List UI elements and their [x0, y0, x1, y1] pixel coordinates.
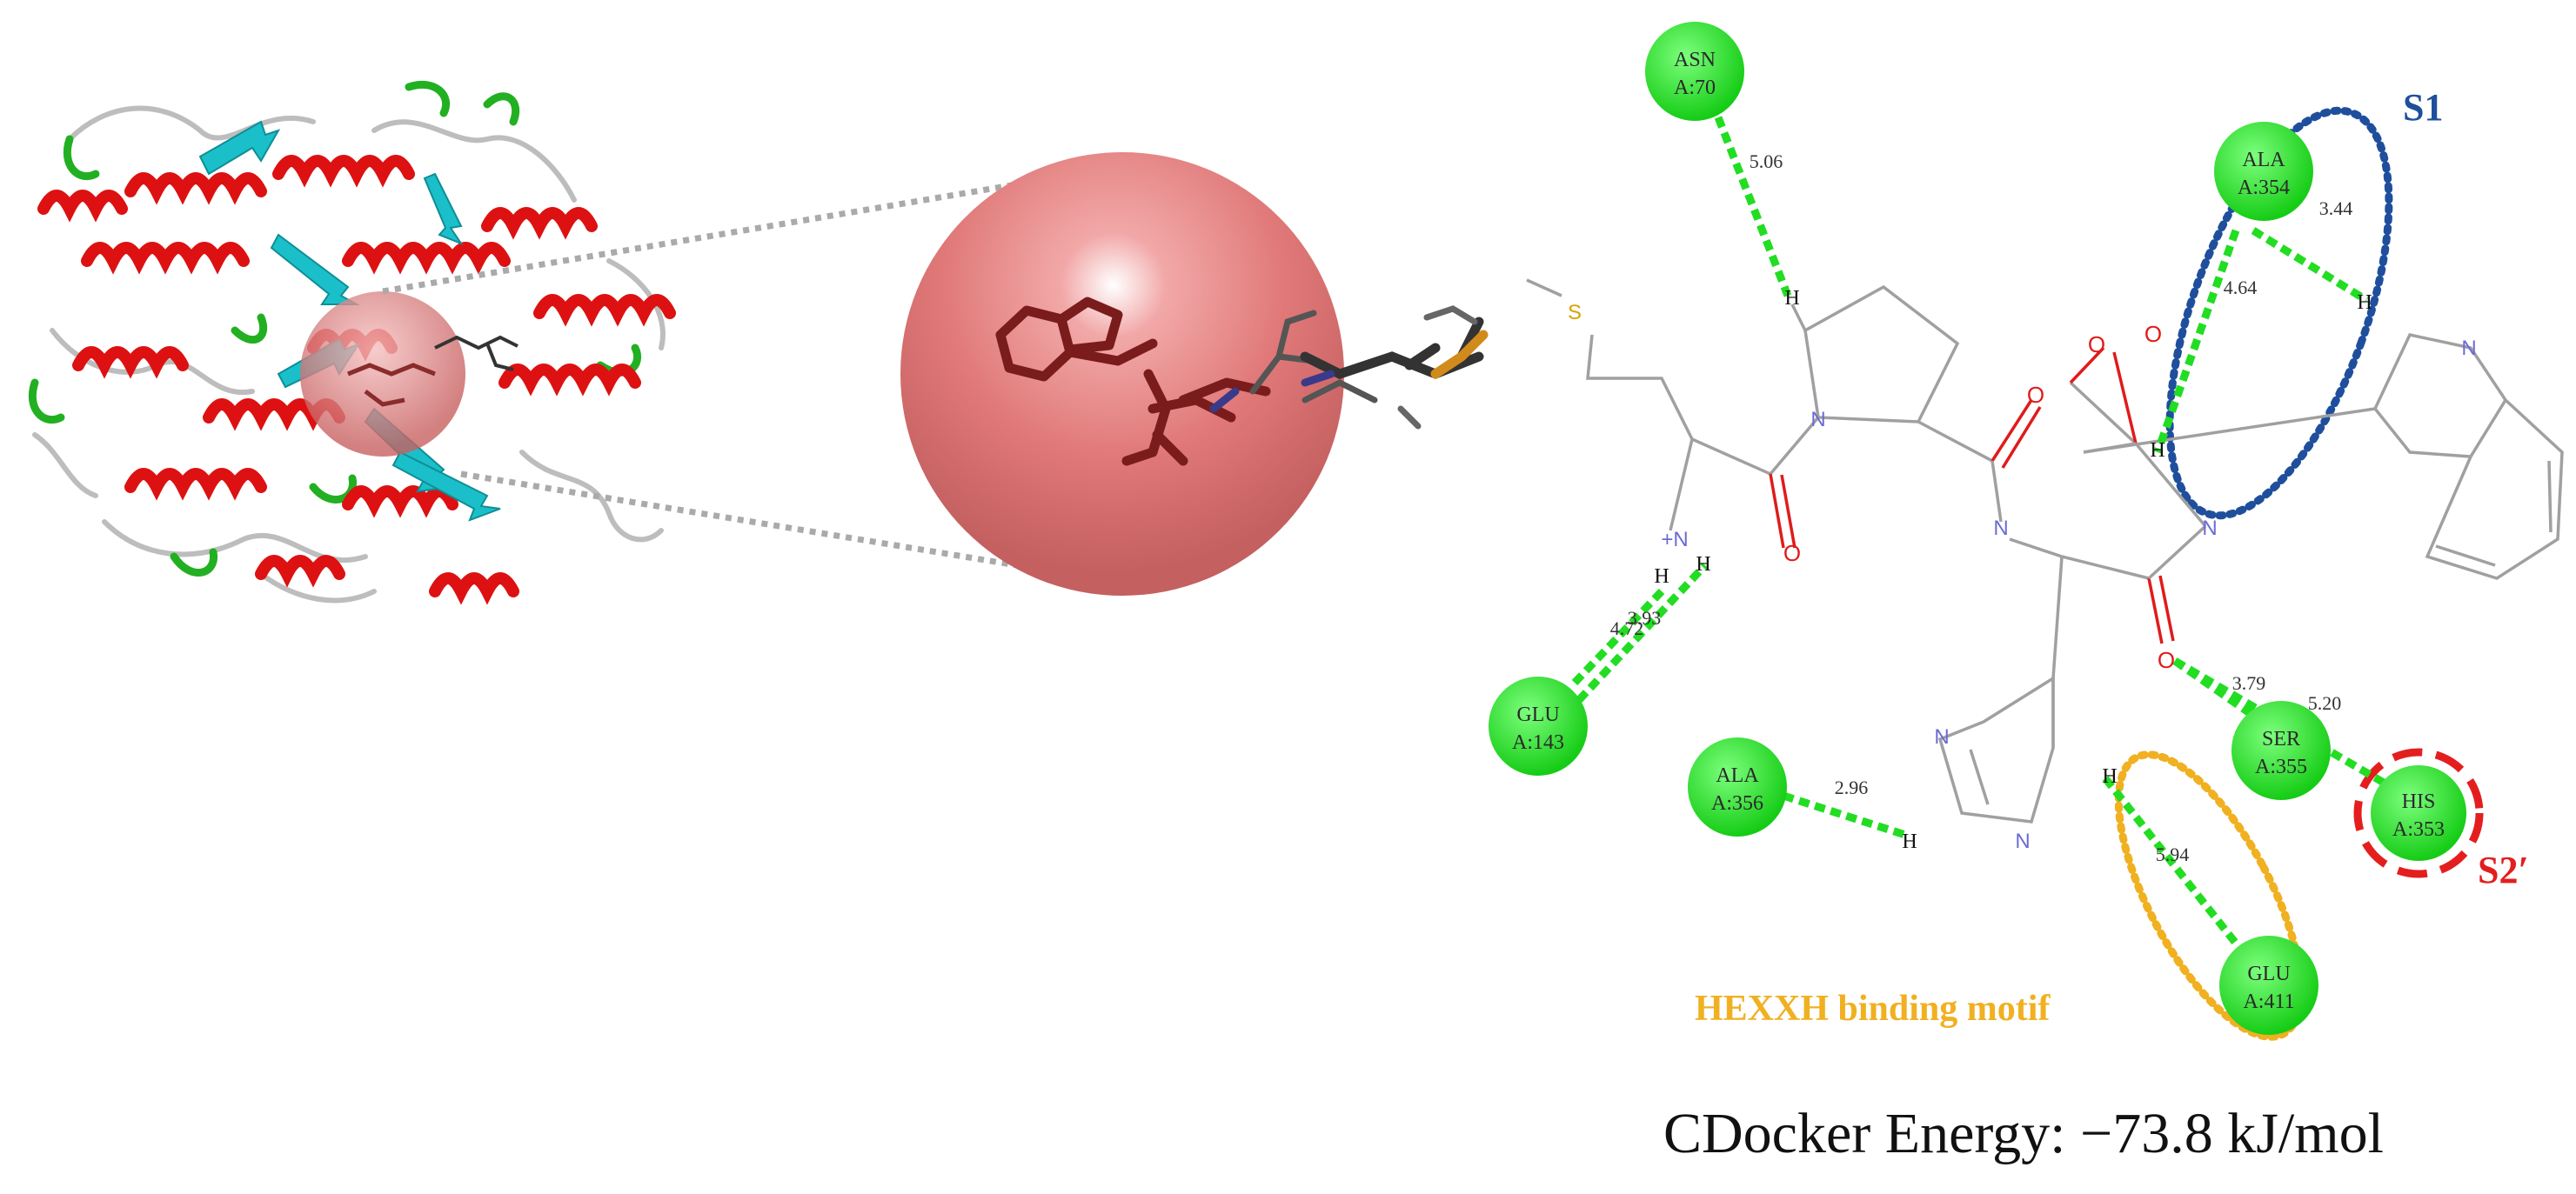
- residue-his353: HIS A:353: [2371, 765, 2466, 861]
- svg-text:GLU: GLU: [2247, 963, 2290, 985]
- s2-pocket-outline: [2353, 748, 2484, 878]
- svg-text:H: H: [1654, 565, 1669, 588]
- svg-text:A:354: A:354: [2238, 177, 2290, 199]
- svg-text:ASN: ASN: [1674, 49, 1716, 71]
- atom-labels: S N H +N H H O O N O N O O H H N N N H H: [1568, 287, 2477, 853]
- svg-text:HIS: HIS: [2402, 790, 2436, 813]
- svg-text:O: O: [2158, 647, 2175, 673]
- svg-text:N: N: [2015, 830, 2030, 853]
- motif-label: HEXXH binding motif: [1695, 989, 2051, 1029]
- svg-text:4.64: 4.64: [2224, 277, 2258, 298]
- svg-text:5.94: 5.94: [2156, 844, 2190, 865]
- svg-text:H: H: [2357, 291, 2372, 314]
- svg-text:ALA: ALA: [1716, 764, 1759, 787]
- ligand-skeleton: [1526, 278, 2564, 824]
- svg-text:A:411: A:411: [2243, 991, 2294, 1013]
- svg-text:5.06: 5.06: [1750, 150, 1783, 172]
- residue-glu411: GLU A:411: [2219, 936, 2318, 1035]
- svg-text:N: N: [1810, 408, 1825, 431]
- s2-label: S2′: [2478, 849, 2529, 891]
- svg-text:O: O: [2088, 331, 2105, 357]
- cdocker-energy-label: CDocker Energy: −73.8 kJ/mol: [1663, 1102, 2384, 1165]
- svg-text:N: N: [2202, 517, 2217, 540]
- svg-text:3.79: 3.79: [2232, 672, 2266, 694]
- svg-text:4.72: 4.72: [1610, 617, 1644, 639]
- svg-text:S: S: [1568, 301, 1582, 324]
- hbond-lines: [1571, 116, 2386, 968]
- svg-text:H: H: [1696, 553, 1710, 576]
- svg-text:+N: +N: [1661, 528, 1688, 551]
- residue-glu143: GLU A:143: [1489, 677, 1588, 776]
- protein-ribbon: [28, 80, 676, 605]
- s1-label: S1: [2403, 86, 2443, 129]
- residue-ala354: ALA A:354: [2214, 122, 2313, 221]
- svg-text:2.96: 2.96: [1835, 777, 1869, 798]
- residue-ser355: SER A:355: [2231, 701, 2331, 800]
- motif-outline: [2114, 750, 2305, 1041]
- interaction-diagram: S N H +N H H O O N O N O O H H N N N H H…: [1489, 22, 2564, 1041]
- svg-text:N: N: [1934, 725, 1949, 749]
- binding-pocket-sphere: [900, 152, 1489, 596]
- svg-text:ALA: ALA: [2242, 149, 2285, 171]
- distance-labels: 5.06 3.44 4.64 4.72 3.93 2.96 3.79 5.20 …: [1610, 150, 2353, 865]
- svg-text:A:143: A:143: [1512, 731, 1564, 754]
- svg-text:A:355: A:355: [2255, 756, 2307, 778]
- svg-text:A:70: A:70: [1674, 77, 1716, 99]
- s1-pocket-outline: [2165, 106, 2393, 520]
- residue-asn70: ASN A:70: [1645, 22, 1744, 121]
- svg-text:A:356: A:356: [1711, 792, 1763, 815]
- svg-text:H: H: [2150, 439, 2165, 462]
- zoom-lines: [382, 166, 1106, 582]
- svg-text:H: H: [1902, 830, 1917, 853]
- residue-ala356: ALA A:356: [1688, 737, 1787, 837]
- svg-text:N: N: [2461, 337, 2476, 360]
- svg-text:GLU: GLU: [1516, 704, 1559, 726]
- svg-text:SER: SER: [2262, 728, 2300, 750]
- svg-text:O: O: [1783, 540, 1801, 566]
- svg-text:A:353: A:353: [2392, 818, 2445, 841]
- svg-text:O: O: [2144, 321, 2162, 347]
- svg-text:H: H: [1784, 287, 1799, 310]
- svg-text:O: O: [2027, 382, 2044, 408]
- svg-text:H: H: [2102, 765, 2117, 788]
- svg-text:N: N: [1993, 517, 2008, 540]
- svg-text:3.93: 3.93: [1628, 607, 1662, 629]
- svg-text:5.20: 5.20: [2308, 692, 2342, 714]
- svg-text:3.44: 3.44: [2319, 197, 2353, 219]
